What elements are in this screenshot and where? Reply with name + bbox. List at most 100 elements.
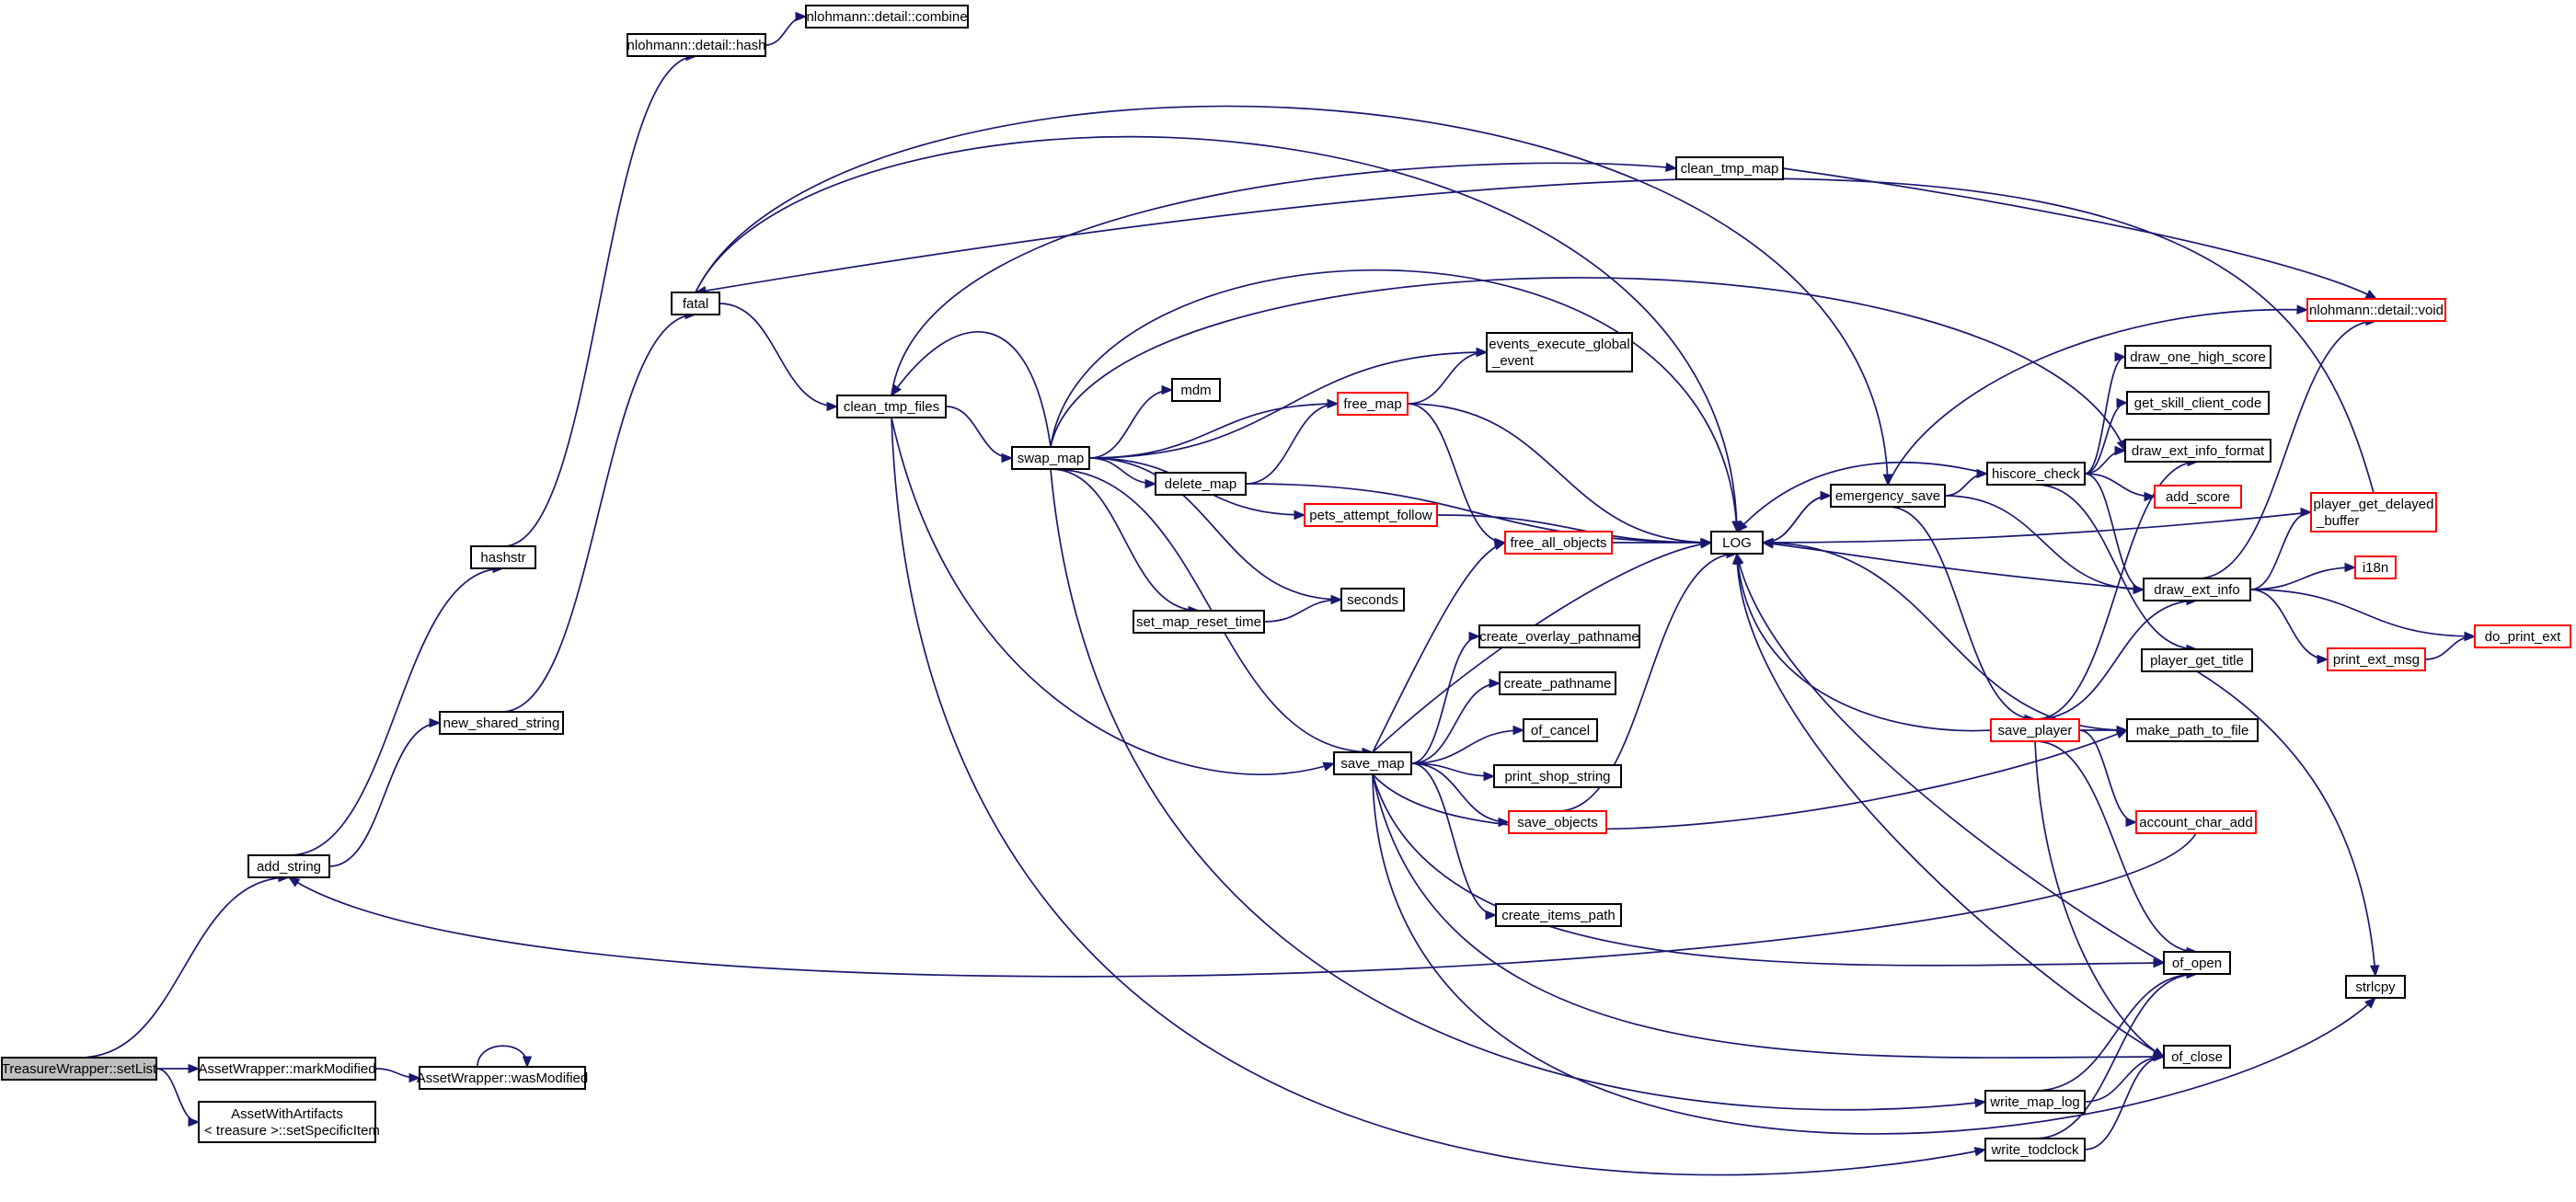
node-box[interactable]: [1984, 1138, 2086, 1162]
node-box[interactable]: [2126, 718, 2259, 742]
node-box[interactable]: [1493, 764, 1622, 788]
node-box[interactable]: [2163, 951, 2231, 975]
node-box[interactable]: [1304, 503, 1438, 527]
node-seconds[interactable]: seconds: [1340, 588, 1405, 612]
node-box[interactable]: [2126, 391, 2270, 415]
node-hiscore-check[interactable]: hiscore_check: [1986, 462, 2086, 486]
node-box[interactable]: [2306, 298, 2446, 322]
node-box[interactable]: [627, 33, 766, 57]
node-box[interactable]: [2135, 810, 2257, 834]
node-box[interactable]: [1504, 531, 1613, 555]
node-LOG[interactable]: LOG: [1710, 531, 1764, 555]
node-save-map[interactable]: save_map: [1333, 751, 1412, 775]
node-create-overlay-pathname[interactable]: create_overlay_pathname: [1478, 624, 1640, 648]
node-wasModified[interactable]: AssetWrapper::wasModified: [417, 1066, 588, 1090]
node-do-print-ext[interactable]: do_print_ext: [2474, 624, 2571, 648]
node-create-pathname[interactable]: create_pathname: [1499, 671, 1616, 695]
node-nlohmann-hash[interactable]: nlohmann::detail::hash: [627, 33, 766, 57]
node-swap-map[interactable]: swap_map: [1011, 446, 1090, 470]
node-add-string[interactable]: add_string: [247, 854, 330, 878]
node-box[interactable]: [2327, 647, 2426, 671]
node-box[interactable]: [2345, 975, 2406, 999]
node-box[interactable]: [1508, 810, 1607, 834]
node-box[interactable]: [198, 1057, 376, 1081]
node-box[interactable]: [1337, 392, 1409, 416]
node-nlohmann-void[interactable]: nlohmann::detail::void: [2306, 298, 2446, 322]
node-create-items-path[interactable]: create_items_path: [1495, 903, 1622, 927]
node-box[interactable]: [1986, 462, 2086, 486]
node-print-shop-string[interactable]: print_shop_string: [1493, 764, 1622, 788]
node-combine[interactable]: nlohmann::detail::combine: [805, 5, 969, 29]
node-write-todclock[interactable]: write_todclock: [1984, 1138, 2086, 1162]
node-emergency-save[interactable]: emergency_save: [1830, 484, 1946, 508]
node-box[interactable]: [2143, 578, 2251, 601]
node-player-get-delayed-buffer[interactable]: player_get_delayed_buffer: [2310, 492, 2437, 532]
node-box[interactable]: [805, 5, 969, 29]
node-box[interactable]: [2124, 345, 2271, 369]
node-box[interactable]: [2141, 648, 2253, 672]
node-of-close[interactable]: of_close: [2163, 1045, 2231, 1069]
node-account-char-add[interactable]: account_char_add: [2135, 810, 2257, 834]
node-box[interactable]: [2354, 555, 2397, 579]
node-box[interactable]: [1011, 446, 1090, 470]
node-box[interactable]: [1133, 610, 1265, 634]
node-draw-one-high-score[interactable]: draw_one_high_score: [2124, 345, 2271, 369]
node-player-get-title[interactable]: player_get_title: [2141, 648, 2253, 672]
node-box[interactable]: [1830, 484, 1946, 508]
node-clean-tmp-files[interactable]: clean_tmp_files: [836, 395, 947, 418]
node-box[interactable]: [1984, 1090, 2086, 1114]
node-mdm[interactable]: mdm: [1171, 378, 1221, 402]
node-box[interactable]: [439, 711, 564, 735]
node-draw-ext-info[interactable]: draw_ext_info: [2143, 578, 2251, 601]
node-save-player[interactable]: save_player: [1990, 718, 2080, 742]
node-box[interactable]: [836, 395, 947, 418]
node-i18n[interactable]: i18n: [2354, 555, 2397, 579]
node-box[interactable]: [1675, 156, 1784, 180]
node-strlcpy[interactable]: strlcpy: [2345, 975, 2406, 999]
node-of-cancel[interactable]: of_cancel: [1523, 718, 1598, 742]
node-box[interactable]: [2474, 624, 2571, 648]
node-box[interactable]: [1710, 531, 1764, 555]
node-box[interactable]: [1523, 718, 1598, 742]
node-delete-map[interactable]: delete_map: [1155, 472, 1247, 496]
node-print-ext-msg[interactable]: print_ext_msg: [2327, 647, 2426, 671]
node-fatal[interactable]: fatal: [671, 292, 720, 315]
node-free-all-objects[interactable]: free_all_objects: [1504, 531, 1613, 555]
node-events-execute-global-event[interactable]: events_execute_global_event: [1486, 332, 1633, 372]
node-box[interactable]: [1, 1057, 157, 1081]
node-box[interactable]: [1990, 718, 2080, 742]
node-set-map-reset-time[interactable]: set_map_reset_time: [1133, 610, 1265, 634]
node-setList[interactable]: TreasureWrapper::setList: [1, 1057, 157, 1081]
node-box[interactable]: [1333, 751, 1412, 775]
node-box[interactable]: [2124, 439, 2271, 463]
node-pets-attempt-follow[interactable]: pets_attempt_follow: [1304, 503, 1438, 527]
node-free-map[interactable]: free_map: [1337, 392, 1409, 416]
node-box[interactable]: [247, 854, 330, 878]
node-box[interactable]: [419, 1066, 586, 1090]
node-box[interactable]: [1171, 378, 1221, 402]
node-box[interactable]: [1478, 624, 1640, 648]
node-make-path-to-file[interactable]: make_path_to_file: [2126, 718, 2259, 742]
node-clean-tmp-map[interactable]: clean_tmp_map: [1675, 156, 1784, 180]
node-new-shared-string[interactable]: new_shared_string: [439, 711, 564, 735]
node-box[interactable]: [1499, 671, 1616, 695]
node-box[interactable]: [671, 292, 720, 315]
node-write-map-log[interactable]: write_map_log: [1984, 1090, 2086, 1114]
node-save-objects[interactable]: save_objects: [1508, 810, 1607, 834]
node-of-open[interactable]: of_open: [2163, 951, 2231, 975]
node-get-skill-client-code[interactable]: get_skill_client_code: [2126, 391, 2270, 415]
node-draw-ext-info-format[interactable]: draw_ext_info_format: [2124, 439, 2271, 463]
node-setSpecificItem[interactable]: AssetWithArtifacts< treasure >::setSpeci…: [198, 1101, 380, 1143]
node-markModified[interactable]: AssetWrapper::markModified: [198, 1057, 376, 1081]
node-box[interactable]: [2154, 485, 2242, 509]
node-box[interactable]: [2163, 1045, 2231, 1069]
node-box[interactable]: [470, 545, 536, 569]
node-box[interactable]: [198, 1101, 376, 1143]
node-box[interactable]: [1495, 903, 1622, 927]
node-box[interactable]: [1155, 472, 1247, 496]
node-hashstr[interactable]: hashstr: [470, 545, 536, 569]
node-add-score[interactable]: add_score: [2154, 485, 2242, 509]
node-box[interactable]: [1340, 588, 1405, 612]
node-box[interactable]: [2310, 492, 2437, 532]
node-box[interactable]: [1486, 332, 1633, 372]
